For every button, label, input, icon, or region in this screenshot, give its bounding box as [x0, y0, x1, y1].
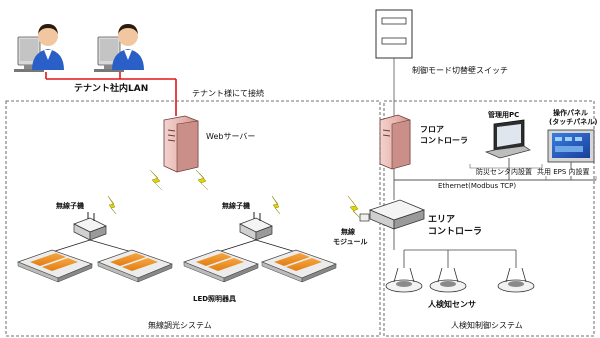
wireless-signal-icon: [271, 195, 281, 215]
admin-pc-label: 管理用PC: [488, 111, 520, 119]
area-controller-label-2: コントローラ: [428, 227, 483, 237]
tenant-lan-link: [45, 72, 177, 116]
floor-controller-icon: [379, 114, 411, 170]
motion-sensor-2-icon: [429, 267, 467, 293]
wireless-module-icon: [359, 213, 370, 222]
wireless-signal-icon: [347, 195, 361, 219]
wireless-child-unit-2-icon: [239, 212, 273, 241]
wireless-module-label-1: 無線: [341, 228, 355, 236]
disaster-center-bracket: [469, 164, 543, 169]
wireless-signal-icon: [195, 169, 209, 191]
web-server-icon: [163, 115, 199, 173]
tenant-lan-label: テナント社内LAN: [74, 84, 149, 94]
disaster-center-label: 防災センタ内設置: [476, 168, 532, 176]
area-controller-label-1: エリア: [428, 215, 456, 225]
web-server-label: Webサーバー: [206, 132, 256, 141]
wireless-module-label-2: モジュール: [333, 238, 368, 246]
control-mode-switch-icon: [375, 9, 413, 59]
floor-controller-label-1: フロア: [420, 125, 444, 134]
wireless-child-2-label: 無線子機: [222, 202, 250, 210]
wireless-child-1-label: 無線子機: [56, 202, 84, 210]
led-fixture-label: LED照明器具: [193, 295, 237, 303]
tenant-connection-label: テナント様にて接続: [192, 89, 264, 98]
ethernet-link: [393, 158, 596, 200]
led-fixture-1-icon: [17, 249, 93, 283]
shared-eps-label: 共用 EPS 内設置: [537, 168, 590, 176]
admin-pc-icon: [484, 119, 531, 159]
operation-panel-label-2: (タッチパネル): [549, 118, 598, 126]
area-controller-icon: [368, 199, 426, 230]
control-mode-switch-label: 制御モード切替壁スイッチ: [412, 66, 508, 75]
wireless-signal-icon: [107, 195, 117, 215]
led-cabling: [51, 239, 297, 253]
wireless-signal-icon: [149, 169, 163, 191]
led-fixture-3-icon: [183, 249, 259, 283]
motion-sensor-1-icon: [385, 267, 423, 293]
led-fixture-2-icon: [97, 249, 173, 283]
ethernet-label: Ethernet(Modbus TCP): [438, 182, 517, 190]
motion-sensor-label: 人検知センサ: [428, 300, 476, 309]
tenant-user-2-icon: [94, 24, 144, 72]
led-fixture-4-icon: [261, 249, 337, 283]
tenant-user-1-icon: [14, 24, 64, 72]
wireless-system-label: 無線調光システム: [148, 321, 212, 330]
operation-panel-icon: [547, 129, 595, 163]
wireless-child-unit-1-icon: [73, 212, 107, 241]
operation-panel-label-1: 操作パネル: [553, 109, 588, 117]
sensor-cabling: [393, 229, 517, 268]
floor-controller-label-2: コントローラ: [420, 136, 468, 145]
motion-system-label: 人検知制御システム: [451, 321, 523, 330]
motion-sensor-3-icon: [497, 267, 535, 293]
